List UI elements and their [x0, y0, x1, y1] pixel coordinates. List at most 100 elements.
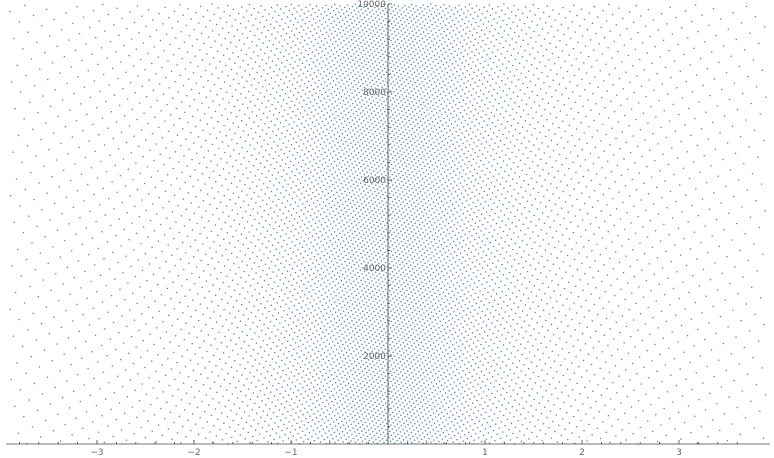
data-point [278, 382, 280, 385]
data-point [439, 407, 441, 410]
data-point [576, 382, 578, 385]
data-point [436, 393, 438, 395]
data-point [471, 305, 473, 307]
data-point [616, 348, 619, 351]
data-point [334, 415, 336, 417]
data-point [398, 253, 401, 256]
data-point [335, 268, 337, 270]
data-point [251, 224, 253, 227]
data-point [501, 290, 504, 293]
data-point [362, 310, 364, 312]
data-point [426, 222, 428, 225]
data-point [225, 205, 228, 207]
data-point [358, 432, 360, 435]
data-point [367, 218, 370, 221]
data-point [238, 223, 241, 225]
data-point [292, 435, 295, 437]
data-point [379, 299, 381, 302]
data-point [203, 410, 206, 413]
data-point [372, 327, 375, 329]
data-point [234, 246, 236, 248]
data-point [464, 303, 467, 306]
data-point [174, 378, 176, 380]
data-point [150, 360, 153, 362]
data-point [384, 251, 386, 253]
data-point [238, 407, 241, 409]
data-point [324, 318, 327, 321]
data-point [374, 201, 377, 203]
data-point [422, 204, 424, 207]
data-point [340, 339, 342, 342]
data-point [335, 224, 337, 227]
data-point [329, 196, 332, 198]
data-point [327, 209, 329, 211]
data-point [363, 401, 365, 403]
data-point [349, 245, 351, 248]
data-point [354, 327, 357, 330]
data-point [480, 256, 483, 259]
data-point [449, 340, 452, 342]
data-point [410, 318, 413, 320]
data-point [506, 191, 509, 193]
data-point [280, 332, 282, 335]
data-point [619, 402, 622, 404]
data-point [665, 320, 668, 323]
data-point [418, 370, 420, 373]
data-point [400, 230, 402, 233]
data-point [380, 303, 383, 306]
data-point [341, 430, 344, 433]
data-point [475, 389, 477, 392]
data-point [185, 322, 187, 324]
data-point [213, 267, 216, 270]
data-point [492, 289, 495, 291]
data-point [347, 258, 349, 260]
data-point [324, 194, 326, 197]
data-point [53, 316, 55, 318]
data-point [328, 256, 331, 258]
data-point [311, 235, 314, 237]
data-point [366, 224, 369, 227]
data-point [406, 246, 408, 248]
data-point [406, 413, 409, 416]
data-point [377, 268, 379, 271]
data-point [308, 204, 311, 207]
data-point [569, 194, 571, 197]
data-point [346, 221, 348, 223]
data-point [379, 369, 381, 372]
data-point [134, 275, 137, 278]
data-point [644, 436, 646, 439]
data-point [166, 217, 168, 219]
data-point [370, 427, 372, 429]
data-point [423, 279, 426, 281]
data-point [321, 374, 324, 377]
data-point [388, 263, 391, 265]
data-point [509, 439, 512, 441]
data-point [496, 276, 499, 279]
data-point [342, 257, 344, 259]
data-point [552, 306, 554, 309]
data-point [359, 399, 361, 402]
data-point [320, 424, 322, 427]
data-point [391, 304, 393, 306]
data-point [91, 237, 94, 239]
data-point [442, 405, 444, 407]
data-point [411, 425, 414, 427]
data-point [571, 432, 573, 434]
data-point [458, 302, 460, 304]
data-point [275, 275, 278, 277]
data-point [340, 182, 342, 185]
data-point [404, 356, 407, 358]
data-point [563, 401, 565, 404]
data-point [517, 420, 519, 422]
data-point [739, 249, 741, 252]
data-point [405, 419, 408, 422]
data-point [287, 410, 289, 413]
data-point [314, 239, 316, 241]
data-point [342, 327, 344, 329]
data-point [195, 266, 198, 268]
data-point [455, 201, 457, 203]
data-point [441, 307, 444, 310]
data-point [241, 260, 243, 262]
data-point [282, 326, 285, 328]
data-point [482, 250, 485, 253]
